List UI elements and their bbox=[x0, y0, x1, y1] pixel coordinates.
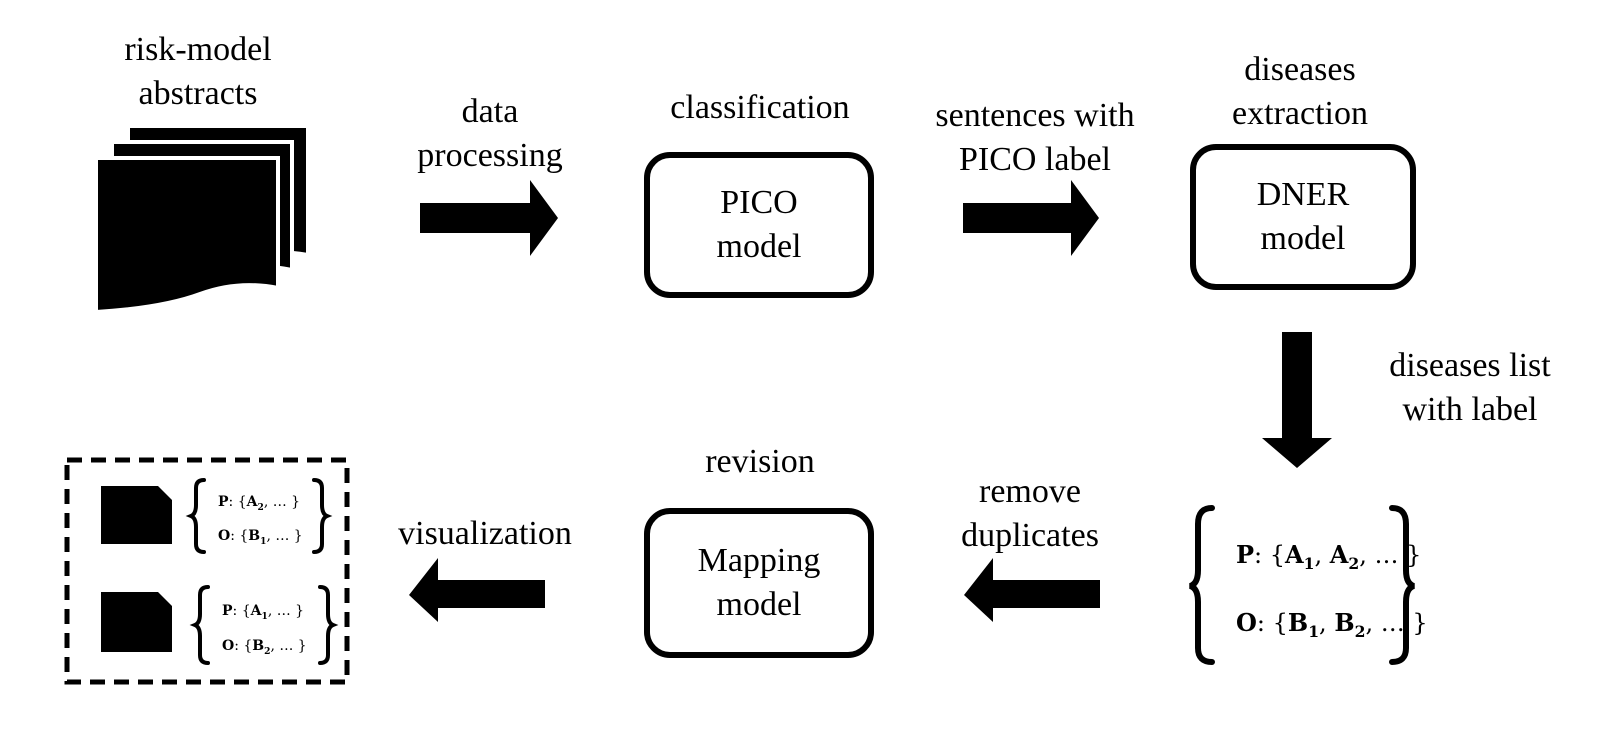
set-open: : { bbox=[228, 494, 247, 510]
diseases-extraction-label: diseases extraction bbox=[1190, 48, 1410, 136]
set-key: P bbox=[218, 494, 229, 510]
abstracts-label-line1: risk-model bbox=[124, 31, 272, 68]
set-open: : { bbox=[232, 603, 251, 619]
set-sub: 1 bbox=[260, 535, 267, 547]
set-open: : { bbox=[230, 528, 249, 544]
mapping-model-label-line2: model bbox=[716, 586, 802, 623]
diseases-extraction-label-line1: diseases bbox=[1244, 51, 1356, 88]
remove-duplicates-label-line1: remove bbox=[979, 473, 1081, 510]
abstracts-label: risk-model abstracts bbox=[98, 28, 298, 116]
set-open: : { bbox=[234, 638, 253, 654]
mapping-model-label: Mapping model bbox=[698, 539, 821, 627]
set-open: : { bbox=[1256, 609, 1288, 637]
set-sub: 1 bbox=[1308, 621, 1320, 641]
remove-duplicates-arrow bbox=[964, 558, 1100, 622]
set-sub: 2 bbox=[264, 645, 271, 657]
remove-duplicates-label-line2: duplicates bbox=[961, 517, 1099, 554]
mapping-model-label-line1: Mapping bbox=[697, 542, 821, 579]
set-item: A bbox=[1285, 540, 1304, 569]
viz2-set-p-row: P: {A1, … } bbox=[222, 603, 304, 622]
data-processing-label: data processing bbox=[390, 90, 590, 178]
set-close: , … } bbox=[263, 494, 301, 510]
set-item: A bbox=[250, 603, 262, 619]
remove-duplicates-label: remove duplicates bbox=[930, 470, 1130, 558]
data-processing-arrow bbox=[420, 180, 558, 256]
pico-model-label-line1: PICO bbox=[720, 184, 798, 221]
set-close: , … } bbox=[270, 638, 307, 654]
set-close: , … } bbox=[1359, 541, 1422, 569]
main-set-braces bbox=[1188, 505, 1416, 665]
pico-model-label: PICO model bbox=[717, 181, 802, 269]
diseases-list-label-line1: diseases list bbox=[1389, 347, 1551, 384]
set-sub: 1 bbox=[261, 610, 268, 622]
pico-model-box: PICO model bbox=[644, 152, 874, 298]
main-set-o-row: O: {B1, B2, … } bbox=[1236, 608, 1428, 641]
set-sep: , bbox=[1314, 541, 1330, 569]
set-close: , … } bbox=[267, 603, 305, 619]
dner-model-label-line1: DNER bbox=[1256, 176, 1350, 213]
set-item: A bbox=[246, 494, 258, 510]
set-sub: 2 bbox=[257, 501, 264, 513]
abstracts-label-line2: abstracts bbox=[138, 75, 258, 112]
classification-label: classification bbox=[670, 89, 850, 126]
sentences-label-line1: sentences with bbox=[935, 97, 1135, 134]
set-sub: 1 bbox=[1303, 553, 1315, 573]
data-processing-label-line1: data bbox=[461, 93, 519, 130]
set-close: , … } bbox=[1365, 609, 1428, 637]
sentences-label-line2: PICO label bbox=[958, 141, 1112, 178]
sentences-label: sentences with PICO label bbox=[920, 94, 1150, 182]
set-sep: , bbox=[1319, 609, 1335, 637]
pico-model-label-line2: model bbox=[716, 228, 802, 265]
main-set-p-row: P: {A1, A2, … } bbox=[1236, 540, 1421, 573]
viz-document-icon bbox=[101, 592, 172, 652]
set-item: B bbox=[248, 528, 261, 544]
set-key: O bbox=[1236, 608, 1257, 637]
diseases-list-label: diseases list with label bbox=[1360, 344, 1580, 432]
set-key: O bbox=[222, 638, 235, 654]
viz2-set-o-row: O: {B2, … } bbox=[222, 638, 307, 657]
diseases-extraction-label-line2: extraction bbox=[1232, 95, 1368, 132]
dner-model-label-line2: model bbox=[1260, 220, 1346, 257]
viz-document-icon bbox=[101, 486, 172, 544]
set-sub: 2 bbox=[1348, 553, 1360, 573]
abstracts-document-stack-icon bbox=[94, 124, 310, 315]
set-item: B bbox=[1287, 608, 1309, 637]
viz-set-braces bbox=[185, 478, 339, 665]
set-item: B bbox=[252, 638, 265, 654]
dner-model-box: DNER model bbox=[1190, 144, 1416, 290]
set-key: P bbox=[1236, 540, 1255, 569]
set-key: O bbox=[218, 528, 231, 544]
visualization-panel bbox=[64, 457, 350, 685]
set-item: B bbox=[1334, 608, 1355, 637]
set-item: A bbox=[1329, 540, 1349, 569]
set-sub: 2 bbox=[1354, 621, 1366, 641]
set-key: P bbox=[222, 603, 233, 619]
revision-label: revision bbox=[705, 443, 815, 480]
set-open: : { bbox=[1254, 541, 1286, 569]
viz1-set-p-row: P: {A2, … } bbox=[218, 494, 300, 513]
visualization-arrow bbox=[409, 558, 545, 622]
set-close: , … } bbox=[266, 528, 303, 544]
mapping-model-box: Mapping model bbox=[644, 508, 874, 658]
dner-model-label: DNER model bbox=[1257, 173, 1350, 261]
sentences-arrow bbox=[963, 180, 1099, 256]
data-processing-label-line2: processing bbox=[417, 137, 563, 174]
diseases-list-label-line2: with label bbox=[1402, 391, 1538, 428]
visualization-label: visualization bbox=[398, 515, 572, 552]
diseases-list-arrow bbox=[1262, 332, 1332, 468]
viz1-set-o-row: O: {B1, … } bbox=[218, 528, 303, 547]
